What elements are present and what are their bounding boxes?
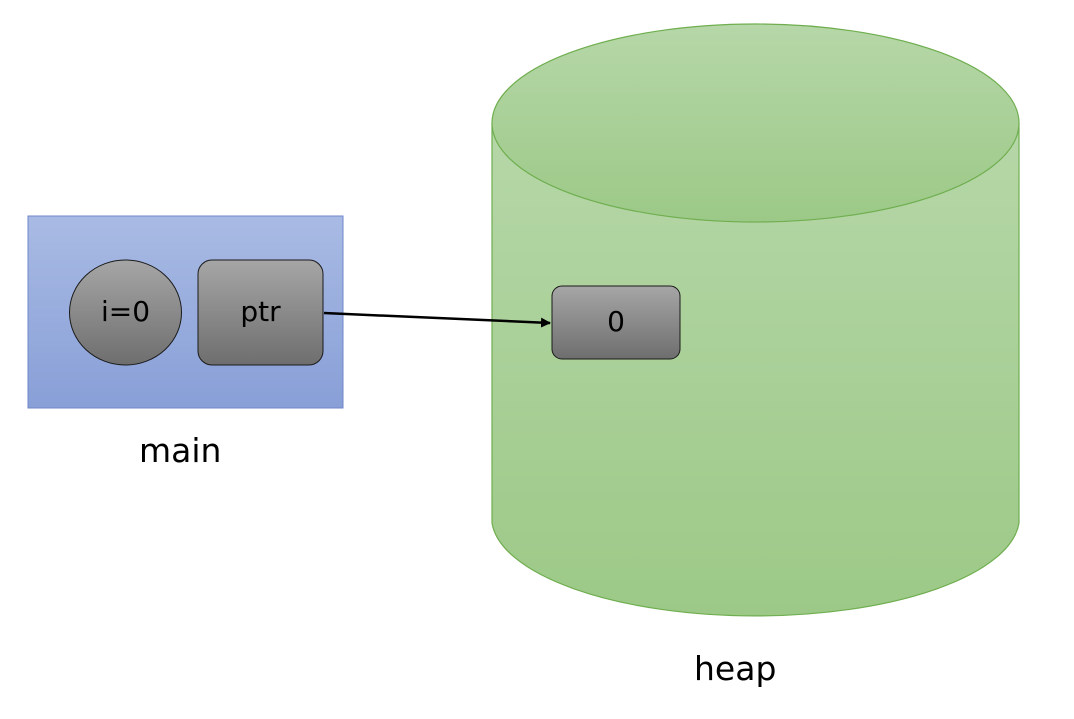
heap-cylinder-body	[491, 123, 1020, 617]
heap-caption: heap	[694, 649, 777, 688]
variable-i: i=0	[69, 259, 182, 366]
heap-cell: 0	[551, 285, 681, 360]
pointer-arrow	[323, 311, 551, 328]
heap-cylinder	[491, 23, 1020, 617]
heap-cell-shape	[551, 285, 681, 360]
variable-i-label: i=0	[101, 295, 150, 328]
heap-cell-label: 0	[607, 305, 625, 338]
variable-ptr-shape	[197, 259, 324, 366]
heap-cylinder-top	[491, 23, 1020, 223]
stack-frame-caption: main	[139, 431, 222, 470]
variable-ptr: ptr	[197, 259, 324, 366]
variable-i-shape	[69, 259, 182, 366]
variable-ptr-label: ptr	[240, 295, 281, 328]
